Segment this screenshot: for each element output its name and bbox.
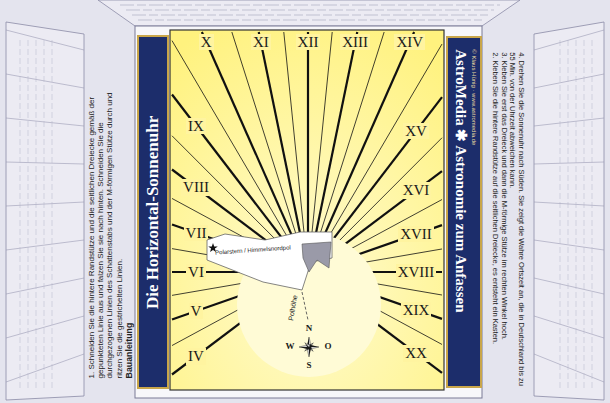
- tab-fold-line: [6, 354, 84, 382]
- instruction-text: 3. Kleben Sie erst das Dreieck und dann …: [499, 52, 508, 392]
- compass-letter: W: [286, 342, 295, 352]
- tab-line: [584, 40, 585, 390]
- right-tab: [534, 22, 604, 400]
- hour-lines: [172, 32, 442, 375]
- hour-numeral: XVI: [401, 182, 432, 199]
- tab-fold-line: [6, 240, 84, 250]
- dial-face: [170, 30, 444, 390]
- tab-fold-line: [6, 278, 84, 294]
- tab-line: [20, 40, 21, 390]
- brand-text: AstroMedia ✱ Astronomie zum Anfassen: [453, 49, 470, 379]
- rose-point: [305, 343, 310, 347]
- hour-numeral: VI: [186, 264, 206, 281]
- tab-fold-line: [6, 30, 84, 50]
- hour-numeral: XI: [251, 34, 271, 51]
- tab-line: [576, 40, 577, 390]
- hour-numeral: X: [199, 34, 214, 51]
- hour-numeral: XVIII: [396, 264, 437, 281]
- tab-line: [36, 40, 37, 390]
- left-tab: [6, 22, 84, 400]
- tab-fold-line: [534, 30, 604, 50]
- tab-line: [592, 40, 593, 390]
- hour-numeral: XII: [296, 34, 321, 51]
- hour-numeral: XIX: [401, 302, 432, 319]
- hour-numeral: VIII: [181, 179, 211, 196]
- tab-fold-line: [6, 162, 84, 164]
- meridian-dash: [302, 292, 308, 320]
- title-band: [138, 36, 168, 388]
- instruction-heading: Bauanleitung: [123, 78, 133, 378]
- compass-rose: [299, 337, 319, 357]
- tab-fold-line: [6, 202, 84, 206]
- hour-numeral: XV: [403, 123, 429, 140]
- flap-line: [138, 20, 482, 21]
- instruction-block: 2. Kleben Sie die hintere Randstütze auf…: [491, 52, 526, 392]
- hour-numeral: V: [189, 303, 204, 320]
- hour-numeral: XVII: [398, 226, 434, 243]
- tab-fold-line: [534, 240, 604, 250]
- tab-line: [560, 40, 561, 390]
- tab-fold-line: [6, 74, 84, 88]
- tab-fold-line: [6, 118, 84, 126]
- instruction-text: 2. Kleben Sie die hintere Randstütze auf…: [491, 52, 500, 392]
- hour-numeral: IV: [186, 348, 206, 365]
- tab-fold-line: [534, 74, 604, 88]
- title-text: Die Horizontal-Sonnenuhr: [144, 47, 163, 377]
- tab-line: [28, 40, 29, 390]
- tab-fold-line: [534, 278, 604, 294]
- tab-fold-line: [534, 202, 604, 206]
- compass-letter: O: [324, 342, 331, 352]
- tab-line: [568, 40, 569, 390]
- m-support: [302, 242, 331, 272]
- hour-numeral: XIV: [394, 34, 425, 51]
- compass-letter: S: [306, 361, 311, 371]
- hour-numeral: IX: [186, 118, 206, 135]
- top-flap: [98, 0, 520, 26]
- gnomon-outline: [205, 228, 335, 292]
- flap-line: [126, 10, 494, 11]
- tab-fold-line: [534, 316, 604, 338]
- gnomon-shape: Polarstern / Himmelsnordpol: [205, 228, 335, 292]
- sundial-board: [135, 26, 482, 398]
- angle-label: Polhöhe: [286, 290, 299, 325]
- instruction-text: 1. Schneiden Sie die hintere Randstütze …: [87, 78, 124, 378]
- brand-band: AstroMedia ✱ Astronomie zum Anfassen© Kl…: [446, 36, 482, 388]
- hour-numeral: XIII: [340, 34, 370, 51]
- tab-line: [52, 40, 53, 390]
- gnomon-plate: [207, 232, 332, 290]
- flap-line: [132, 15, 488, 16]
- hour-numeral: XX: [403, 345, 429, 362]
- hour-numeral: VII: [184, 225, 209, 242]
- tab-fold-line: [534, 118, 604, 126]
- flap-line: [120, 5, 500, 6]
- tab-line: [44, 40, 45, 390]
- tab-fold-line: [534, 354, 604, 382]
- copyright-text: © Klaus Hünig · www.astromedia.de: [471, 49, 478, 379]
- instruction-block: Bauanleitung1. Schneiden Sie die hintere…: [87, 78, 134, 378]
- instruction-text: 4. Drehen Sie die Sonnenuhr nach Süden. …: [508, 52, 525, 392]
- tab-fold-line: [534, 162, 604, 164]
- tab-fold-line: [6, 316, 84, 338]
- compass-letter: N: [306, 324, 313, 334]
